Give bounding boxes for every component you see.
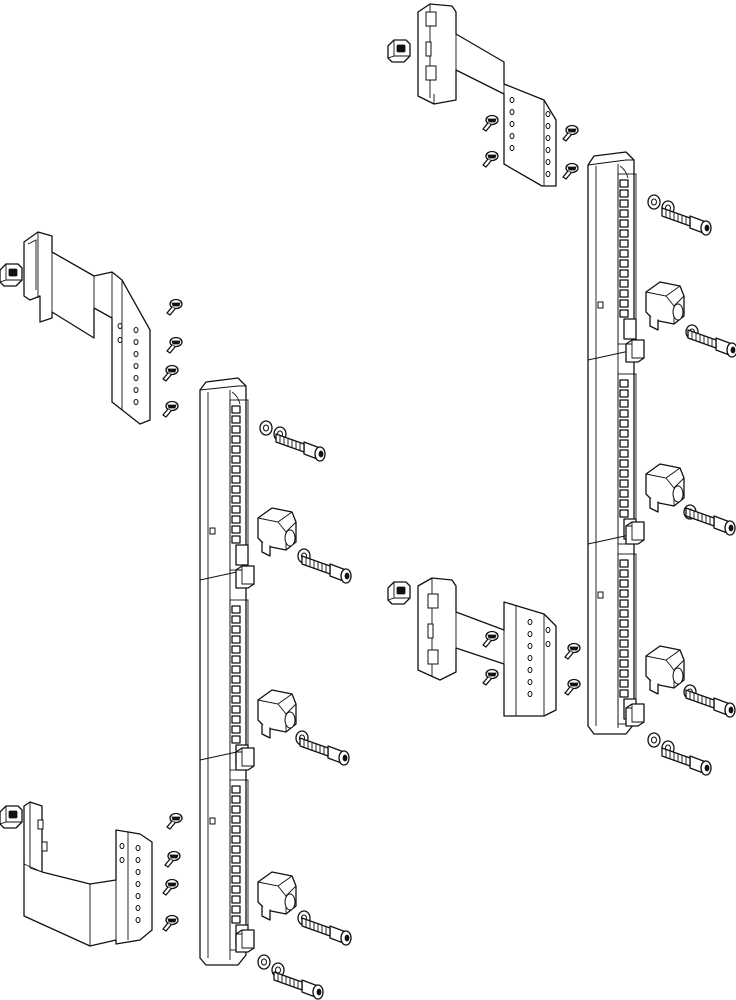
rail-plug-icon (625, 339, 645, 363)
bolt-icon (685, 507, 736, 536)
screw-icon (166, 298, 183, 316)
bolt-icon (273, 971, 324, 1000)
clamp-block-icon (257, 689, 297, 739)
left-bottom-bracket (23, 801, 153, 947)
clamp-block-icon (257, 871, 297, 921)
screw-icon (482, 668, 499, 686)
rail-plug-icon (235, 747, 255, 771)
screw-icon (162, 914, 179, 932)
screw-icon (564, 678, 581, 696)
screw-icon (162, 878, 179, 896)
bolt-icon (301, 555, 352, 584)
screw-icon (482, 150, 499, 168)
right-middle-bracket (417, 577, 557, 717)
bolt-icon (275, 433, 326, 462)
rail-plug-icon (235, 565, 255, 589)
washer-icon (647, 732, 661, 748)
cage-nut-icon (387, 39, 411, 63)
bolt-icon (661, 207, 712, 236)
screw-icon (482, 114, 499, 132)
left-top-bracket (23, 231, 151, 425)
rail-plug-icon (235, 929, 255, 953)
clamp-block-icon (645, 281, 685, 331)
bolt-icon (685, 689, 736, 718)
right-vertical-rail (587, 151, 637, 735)
bolt-icon (301, 917, 352, 946)
screw-icon (162, 400, 179, 418)
clamp-block-icon (645, 645, 685, 695)
cage-nut-icon (0, 805, 23, 829)
rail-plug-icon (625, 703, 645, 727)
bolt-icon (687, 329, 736, 358)
screw-icon (164, 850, 181, 868)
screw-icon (166, 812, 183, 830)
screw-icon (562, 124, 579, 142)
screw-icon (166, 336, 183, 354)
right-top-bracket (417, 3, 557, 187)
clamp-block-icon (257, 507, 297, 557)
left-vertical-rail (199, 377, 249, 966)
washer-icon (257, 954, 271, 970)
bolt-icon (299, 737, 350, 766)
clamp-block-icon (645, 463, 685, 513)
washer-icon (647, 194, 661, 210)
left-assembly (0, 231, 352, 1000)
screw-icon (564, 642, 581, 660)
screw-icon (162, 364, 179, 382)
right-assembly (387, 3, 736, 776)
rail-plug-icon (625, 521, 645, 545)
cage-nut-icon (0, 263, 23, 287)
screw-icon (562, 162, 579, 180)
washer-icon (259, 420, 273, 436)
cage-nut-icon (387, 581, 411, 605)
bolt-icon (661, 747, 712, 776)
